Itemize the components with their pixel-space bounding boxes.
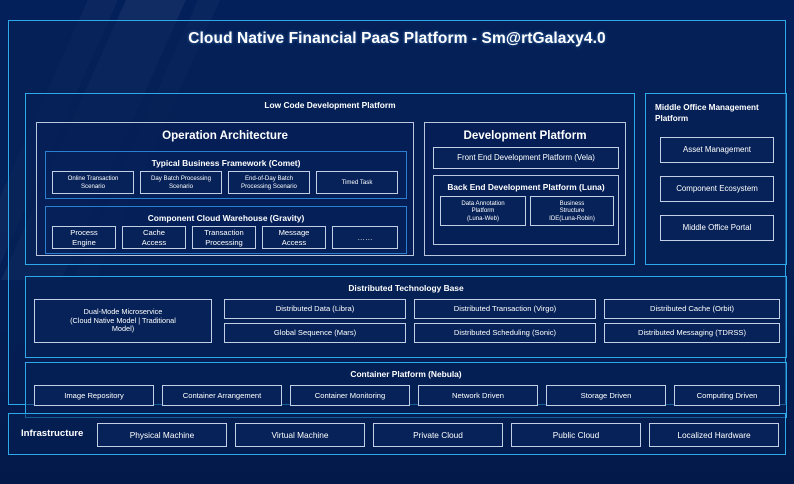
node-business-structure-ide[interactable]: Business Structure IDE(Luna-Robin) [530,196,614,226]
low-code-development-platform-section: Low Code Development Platform Operation … [25,93,635,265]
node-container-monitoring[interactable]: Container Monitoring [290,385,410,406]
node-day-batch-processing-scenario[interactable]: Day Batch Processing Scenario [140,171,222,194]
node-process-engine[interactable]: Process Engine [52,226,116,249]
component-cloud-warehouse-group: Component Cloud Warehouse (Gravity) Proc… [45,206,407,254]
node-dual-mode-microservice[interactable]: Dual-Mode Microservice (Cloud Native Mod… [34,299,212,343]
node-localized-hardware[interactable]: Localized Hardware [649,423,779,447]
operation-architecture-header: Operation Architecture [162,129,288,142]
node-cache-access[interactable]: Cache Access [122,226,186,249]
node-timed-task[interactable]: Timed Task [316,171,398,194]
middle-office-management-platform-section: Middle Office Management Platform Asset … [645,93,787,265]
node-distributed-messaging-tdrss[interactable]: Distributed Messaging (TDRSS) [604,323,780,343]
development-platform-group: Development Platform Front End Developme… [424,122,626,256]
development-platform-header: Development Platform [463,129,587,142]
container-platform-section: Container Platform (Nebula) Image Reposi… [25,362,787,418]
node-distributed-transaction-virgo[interactable]: Distributed Transaction (Virgo) [414,299,596,319]
node-distributed-data-libra[interactable]: Distributed Data (Libra) [224,299,406,319]
back-end-header: Back End Development Platform (Luna) [447,182,605,192]
node-asset-management[interactable]: Asset Management [660,137,774,163]
node-network-driven[interactable]: Network Driven [418,385,538,406]
platform-main-frame: Cloud Native Financial PaaS Platform - S… [8,20,787,418]
node-virtual-machine[interactable]: Virtual Machine [235,423,365,447]
operation-architecture-group: Operation Architecture Typical Business … [36,122,414,256]
container-platform-header: Container Platform (Nebula) [350,369,462,379]
infrastructure-section: Infrastructure Physical Machine Virtual … [8,413,786,455]
node-global-sequence-mars[interactable]: Global Sequence (Mars) [224,323,406,343]
distributed-technology-base-header: Distributed Technology Base [348,283,464,293]
node-transaction-processing[interactable]: Transaction Processing [192,226,256,249]
node-data-annotation-platform[interactable]: Data Annotation Platform (Luna-Web) [440,196,526,226]
middle-office-header: Middle Office Management Platform [655,103,759,124]
distributed-technology-base-section: Distributed Technology Base Dual-Mode Mi… [25,276,787,358]
node-distributed-scheduling-sonic[interactable]: Distributed Scheduling (Sonic) [414,323,596,343]
typical-business-framework-group: Typical Business Framework (Comet) Onlin… [45,151,407,199]
node-more-ellipsis[interactable]: …… [332,226,398,249]
node-component-ecosystem[interactable]: Component Ecosystem [660,176,774,202]
node-container-arrangement[interactable]: Container Arrangement [162,385,282,406]
node-computing-driven[interactable]: Computing Driven [674,385,780,406]
node-public-cloud[interactable]: Public Cloud [511,423,641,447]
comet-header: Typical Business Framework (Comet) [151,158,301,168]
gravity-header: Component Cloud Warehouse (Gravity) [147,213,305,223]
back-end-development-platform-group: Back End Development Platform (Luna) Dat… [433,175,619,245]
node-private-cloud[interactable]: Private Cloud [373,423,503,447]
node-middle-office-portal[interactable]: Middle Office Portal [660,215,774,241]
node-physical-machine[interactable]: Physical Machine [97,423,227,447]
node-online-transaction-scenario[interactable]: Online Transaction Scenario [52,171,134,194]
node-end-of-day-batch-processing-scenario[interactable]: End-of-Day Batch Processing Scenario [228,171,310,194]
node-image-repository[interactable]: Image Repository [34,385,154,406]
node-storage-driven[interactable]: Storage Driven [546,385,666,406]
low-code-header: Low Code Development Platform [264,100,396,110]
node-distributed-cache-orbit[interactable]: Distributed Cache (Orbit) [604,299,780,319]
node-message-access[interactable]: Message Access [262,226,326,249]
node-front-end-development-platform[interactable]: Front End Development Platform (Vela) [433,147,619,169]
page-title: Cloud Native Financial PaaS Platform - S… [188,30,606,47]
infrastructure-label: Infrastructure [21,428,84,439]
